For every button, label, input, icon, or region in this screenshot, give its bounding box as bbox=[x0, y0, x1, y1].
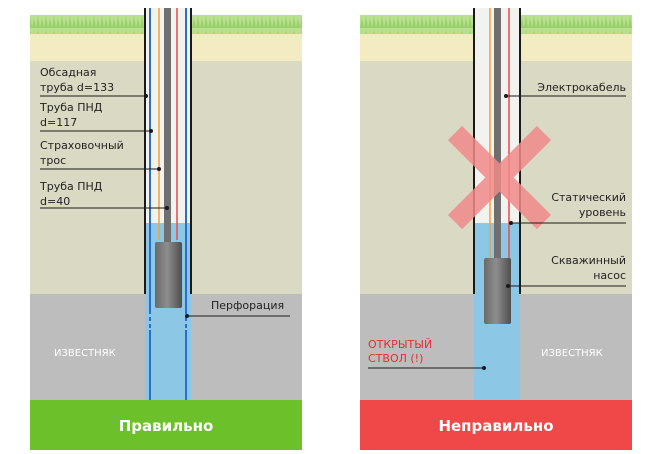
rope-label: Страховочный bbox=[40, 139, 124, 152]
correct-label: Правильно bbox=[119, 417, 214, 435]
right-limestone-label: ИЗВЕСТНЯК bbox=[541, 348, 603, 359]
pnd117-label: d=117 bbox=[40, 116, 77, 129]
pnd40-label: Труба ПНД bbox=[39, 180, 103, 193]
left-panel: Обсадная труба d=133 Труба ПНД d=117 Стр… bbox=[30, 8, 302, 450]
right-pipe bbox=[494, 8, 501, 260]
pnd40-label: d=40 bbox=[40, 195, 70, 208]
right-footer-bar bbox=[360, 400, 632, 450]
wrong-cross-icon bbox=[447, 125, 552, 230]
rope-label: трос bbox=[40, 154, 66, 167]
perforation-label: Перфорация bbox=[211, 299, 284, 312]
open-bore-label: СТВОЛ (!) bbox=[368, 352, 423, 365]
left-pump bbox=[155, 242, 182, 308]
left-pnd40-pipe bbox=[164, 8, 171, 242]
pnd117-label: Труба ПНД bbox=[39, 101, 103, 114]
left-footer-bar bbox=[30, 400, 302, 450]
casing-label: Обсадная bbox=[40, 66, 96, 79]
left-limestone-label: ИЗВЕСТНЯК bbox=[54, 348, 116, 359]
open-bore-label: ОТКРЫТЫЙ bbox=[368, 338, 432, 351]
right-panel: Электрокабель Статический уровень Скважи… bbox=[360, 8, 632, 450]
casing-label: труба d=133 bbox=[40, 81, 114, 94]
pump-label: насос bbox=[593, 269, 626, 282]
pump-label: Скважинный bbox=[551, 254, 626, 267]
static-level-label: уровень bbox=[579, 206, 626, 219]
cable-label: Электрокабель bbox=[537, 81, 626, 94]
static-level-label: Статический bbox=[551, 191, 626, 204]
right-pump bbox=[484, 258, 511, 324]
wrong-label: Неправильно bbox=[438, 417, 553, 435]
